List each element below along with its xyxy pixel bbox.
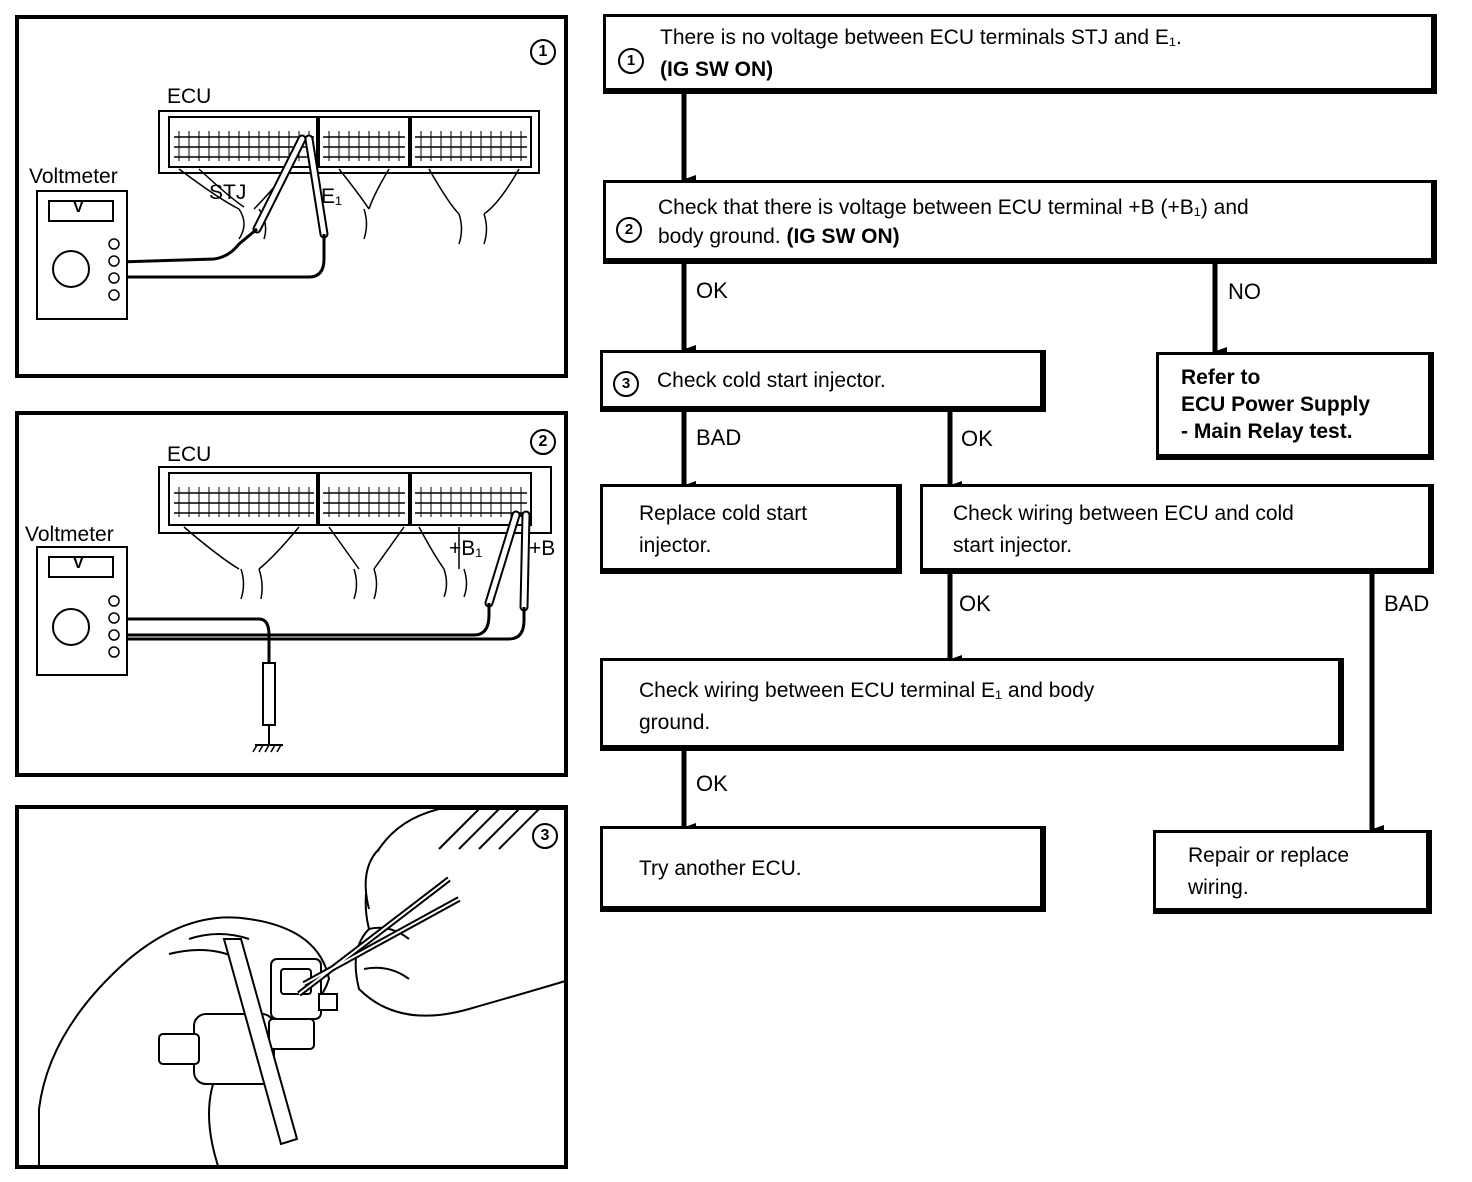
repair-wiring-line1: Repair or replace bbox=[1188, 844, 1350, 867]
step-2-line2: body ground. bbox=[658, 225, 781, 248]
step-2-condition: (IG SW ON) bbox=[786, 225, 900, 248]
label-ok-wiring: OK bbox=[959, 591, 991, 616]
try-another-ecu-box: Try another ECU. bbox=[600, 826, 1046, 912]
repair-wiring-line2: wiring. bbox=[1188, 876, 1249, 899]
step-3-box: 3 Check cold start injector. bbox=[600, 350, 1046, 412]
label-ok-step2: OK bbox=[696, 278, 728, 303]
voltmeter-label-2: Voltmeter bbox=[25, 523, 114, 546]
step-2-line1: Check that there is voltage between ECU … bbox=[658, 196, 1249, 219]
check-wiring-injector-line2: start injector. bbox=[953, 534, 1073, 557]
label-no-step2: NO bbox=[1228, 279, 1261, 304]
illustration-panel-3: 3 bbox=[15, 805, 568, 1169]
probe-label-plus-b: +B bbox=[529, 537, 556, 560]
step-3-number: 3 bbox=[613, 371, 639, 397]
step-1-number: 1 bbox=[618, 48, 644, 74]
step-3-text: Check cold start injector. bbox=[657, 369, 886, 392]
probe-label-stj: STJ bbox=[209, 181, 247, 204]
check-wiring-ground-line1: Check wiring between ECU terminal E₁ and… bbox=[639, 679, 1095, 702]
panel-number-3: 3 bbox=[532, 823, 558, 849]
refer-box: Refer to ECU Power Supply - Main Relay t… bbox=[1156, 352, 1434, 460]
illustration-panel-1: 1 ECU Voltmeter V STJ E₁ bbox=[15, 15, 568, 378]
ecu-voltmeter-illustration-1 bbox=[36, 110, 540, 320]
voltmeter-unit-2: V bbox=[73, 555, 84, 572]
replace-injector-line1: Replace cold start bbox=[639, 502, 808, 525]
label-ok-step3: OK bbox=[961, 426, 993, 451]
ecu-label-2: ECU bbox=[167, 443, 212, 466]
step-1-line1: There is no voltage between ECU terminal… bbox=[660, 26, 1182, 49]
refer-line1: Refer to bbox=[1181, 366, 1261, 389]
ecu-label-1: ECU bbox=[167, 85, 212, 108]
replace-injector-box: Replace cold start injector. bbox=[600, 484, 902, 574]
step-2-number: 2 bbox=[616, 217, 642, 243]
try-another-ecu-text: Try another ECU. bbox=[639, 857, 802, 880]
check-wiring-injector-line1: Check wiring between ECU and cold bbox=[953, 502, 1294, 525]
panel-number-2: 2 bbox=[530, 429, 556, 455]
check-wiring-ground-line2: ground. bbox=[639, 711, 711, 734]
refer-line2: ECU Power Supply bbox=[1181, 393, 1371, 416]
label-bad-step3: BAD bbox=[696, 425, 742, 450]
label-bad-wiring: BAD bbox=[1384, 591, 1430, 616]
label-ok-ground: OK bbox=[696, 771, 728, 796]
probe-label-e1: E₁ bbox=[321, 185, 343, 208]
check-wiring-injector-box: Check wiring between ECU and cold start … bbox=[920, 484, 1434, 574]
repair-wiring-box: Repair or replace wiring. bbox=[1153, 830, 1432, 914]
ecu-voltmeter-illustration-2 bbox=[36, 466, 552, 753]
voltmeter-unit-1: V bbox=[73, 199, 84, 216]
refer-line3: - Main Relay test. bbox=[1181, 420, 1353, 443]
step-2-box: 2 Check that there is voltage between EC… bbox=[603, 180, 1437, 264]
replace-injector-line2: injector. bbox=[639, 534, 712, 557]
check-wiring-ground-box: Check wiring between ECU terminal E₁ and… bbox=[600, 658, 1344, 751]
voltmeter-label-1: Voltmeter bbox=[29, 165, 118, 188]
probe-label-plus-b1: +B₁ bbox=[449, 537, 483, 560]
injector-test-illustration bbox=[38, 809, 564, 1165]
step-1-line2: (IG SW ON) bbox=[660, 58, 774, 81]
step-1-box: 1 There is no voltage between ECU termin… bbox=[603, 14, 1437, 94]
illustration-panel-2: 2 ECU Voltmeter V +B₁ +B bbox=[15, 411, 568, 777]
panel-number-1: 1 bbox=[530, 39, 556, 65]
